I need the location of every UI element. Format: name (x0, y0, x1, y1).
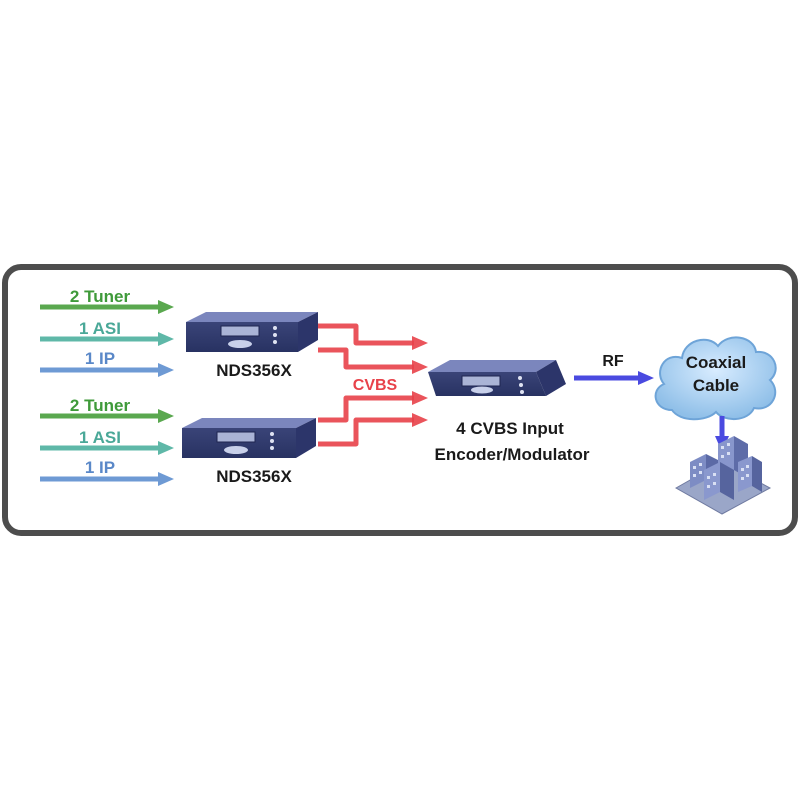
tuner-label: 2 Tuner (70, 396, 131, 415)
tuner-arrow (40, 409, 174, 423)
buildings-icon (674, 436, 772, 515)
cvbs-line-2 (318, 347, 414, 370)
ip-label: 1 IP (85, 349, 115, 368)
receiver-device-1 (186, 312, 318, 352)
cloud-icon (654, 336, 777, 421)
receiver-2-label: NDS356X (216, 467, 292, 486)
ip-label: 1 IP (85, 458, 115, 477)
cloud-label-line-2: Cable (693, 376, 739, 395)
tuner-label: 2 Tuner (70, 287, 131, 306)
tuner-arrow (40, 300, 174, 314)
input-arrows-group-1: 2 Tuner 1 ASI 1 IP (40, 287, 174, 377)
receiver-device-2 (182, 418, 316, 458)
encoder-modulator-device (428, 360, 566, 396)
receiver-1-label: NDS356X (216, 361, 292, 380)
cvbs-line-1 (318, 323, 414, 346)
ip-arrow (40, 363, 174, 377)
cvbs-line-4 (318, 417, 414, 447)
asi-label: 1 ASI (79, 428, 121, 447)
asi-label: 1 ASI (79, 319, 121, 338)
cvbs-label: CVBS (353, 377, 398, 394)
rf-arrow (574, 371, 654, 385)
cvbs-arrowheads (412, 336, 428, 427)
encoder-label-line-2: Encoder/Modulator (435, 445, 590, 464)
cvbs-line-3 (318, 395, 414, 423)
rf-label: RF (602, 353, 624, 370)
asi-arrow (40, 441, 174, 455)
cloud-label-line-1: Coaxial (686, 353, 746, 372)
asi-arrow (40, 332, 174, 346)
ip-arrow (40, 472, 174, 486)
input-arrows-group-2: 2 Tuner 1 ASI 1 IP (40, 396, 174, 486)
cvbs-arrows (318, 323, 414, 447)
encoder-label-line-1: 4 CVBS Input (456, 419, 564, 438)
